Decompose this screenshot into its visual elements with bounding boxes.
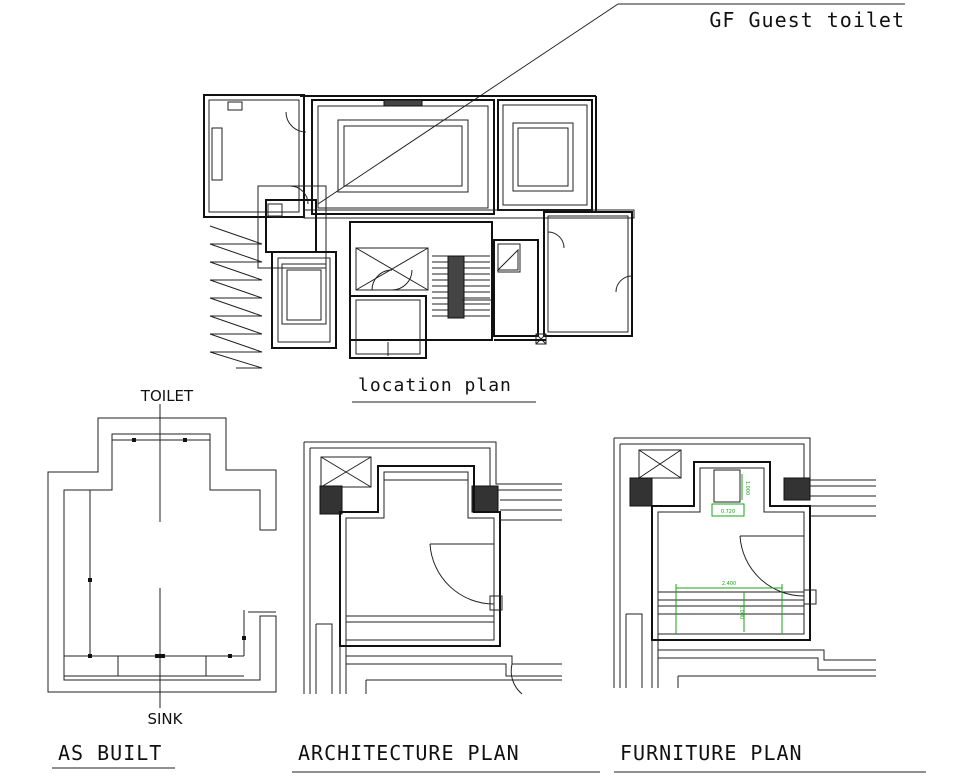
wc-depth-dimension: 1.000 [744, 481, 750, 495]
arch-lower-left [339, 640, 347, 694]
arch-caption: ARCHITECTURE PLAN [298, 741, 520, 765]
toilet-door-swing [289, 185, 309, 205]
arch-lower-column [315, 623, 333, 694]
fixing-point [242, 636, 246, 640]
top-window [383, 99, 423, 107]
furn-room-wall [651, 461, 811, 641]
corridor-wall [303, 209, 635, 219]
shaft-triangle [496, 248, 519, 271]
furn-right-lines [810, 485, 876, 517]
as-built-top-label: TOILET [140, 387, 194, 405]
arch-door-swing [429, 543, 495, 605]
arch-shaft [320, 456, 372, 488]
vent-mark [227, 101, 243, 111]
furn-room-inner [657, 467, 805, 635]
right-shaft [497, 243, 521, 273]
as-built-caption: AS BUILT [58, 741, 162, 765]
arch-lower-arc [510, 663, 523, 695]
lift-cross-b [355, 247, 429, 291]
architecture-plan: ARCHITECTURE PLAN [292, 441, 600, 773]
furn-door-swing [739, 535, 805, 597]
furn-shaft-cross-b [638, 449, 682, 479]
as-built-plan: TOILET SINK AS BUILT [47, 387, 277, 769]
as-built-bottom-label: SINK [147, 710, 183, 728]
fixing-point [132, 438, 136, 442]
entry-steps [209, 225, 263, 369]
lower-left-ceiling-outer [281, 263, 327, 325]
furn-column-left [629, 477, 653, 507]
guest-toilet-room [265, 199, 317, 253]
arch-lower-line-2 [346, 663, 562, 677]
furn-lower-line [658, 649, 876, 661]
arch-shaft-cross-b [320, 456, 372, 488]
stair-core [349, 221, 493, 341]
wc-width-dimension: 0.720 [721, 509, 735, 515]
title-callout: GF Guest toilet [317, 3, 905, 205]
furn-column-right [783, 477, 811, 501]
large-room [311, 99, 495, 215]
furn-lower-line-3 [677, 675, 876, 688]
arch-right-lines [500, 489, 562, 521]
fixing-point [88, 578, 92, 582]
furn-outer-top [614, 437, 876, 481]
furn-lower-column [625, 613, 643, 688]
stair-treads [432, 255, 492, 319]
fixing-point [183, 438, 187, 442]
left-door-swing [285, 111, 307, 133]
furn-door-jamb [803, 589, 817, 605]
furn-shaft [638, 449, 682, 479]
furn-caption: FURNITURE PLAN [620, 741, 803, 765]
left-wing-room [203, 94, 305, 218]
fixing-point [88, 654, 92, 658]
lower-left-room [271, 251, 337, 349]
fixing-point [155, 654, 165, 658]
top-right-ceiling-outer [512, 122, 574, 192]
location-plan: location plan [203, 94, 635, 403]
callout-leader-line [317, 3, 619, 205]
lower-left-ceiling [286, 269, 322, 321]
arch-outer-top [304, 441, 562, 485]
arch-lower-line-3 [365, 679, 562, 694]
wc-dimension-box [711, 503, 745, 517]
right-large-room [543, 211, 633, 337]
lower-left-inner [277, 257, 331, 343]
vanity-width-dimension: 2.400 [722, 581, 736, 587]
right-door-swing [547, 231, 565, 249]
as-built-outline [47, 417, 277, 693]
right-large-inner [547, 215, 629, 333]
arch-room-inner [345, 471, 495, 641]
arch-door-jamb [489, 595, 503, 611]
furn-lower-line-2 [658, 657, 876, 671]
furniture-plan: 0.720 1.000 2.400 1.000 FURNITURE PLAN [613, 437, 926, 773]
arch-lower-line [346, 655, 562, 665]
right-small-room [493, 239, 539, 337]
arch-column-right [471, 485, 499, 513]
top-right-room-inner [502, 104, 588, 206]
top-right-room [497, 99, 593, 211]
furn-lower-left [651, 634, 659, 688]
large-room-ceiling-outer [337, 119, 469, 193]
title-label: GF Guest toilet [709, 8, 905, 32]
arch-column-left [319, 485, 343, 515]
fixing-point [228, 654, 232, 658]
top-right-ceiling [517, 127, 569, 187]
left-wing-inner [208, 99, 300, 213]
vanity-depth-dimension: 1.000 [738, 605, 744, 619]
arch-room-wall [339, 465, 501, 647]
lift-shaft [349, 295, 427, 359]
wc-cistern [713, 469, 741, 503]
lobby-door-swing [371, 269, 393, 291]
large-room-ceiling [343, 125, 463, 187]
location-plan-label: location plan [358, 375, 512, 396]
lobby-door-swing-2 [391, 269, 413, 291]
wardrobe-block [211, 127, 223, 181]
toilet-shaft [267, 203, 283, 217]
right-door-swing-2 [615, 275, 633, 293]
